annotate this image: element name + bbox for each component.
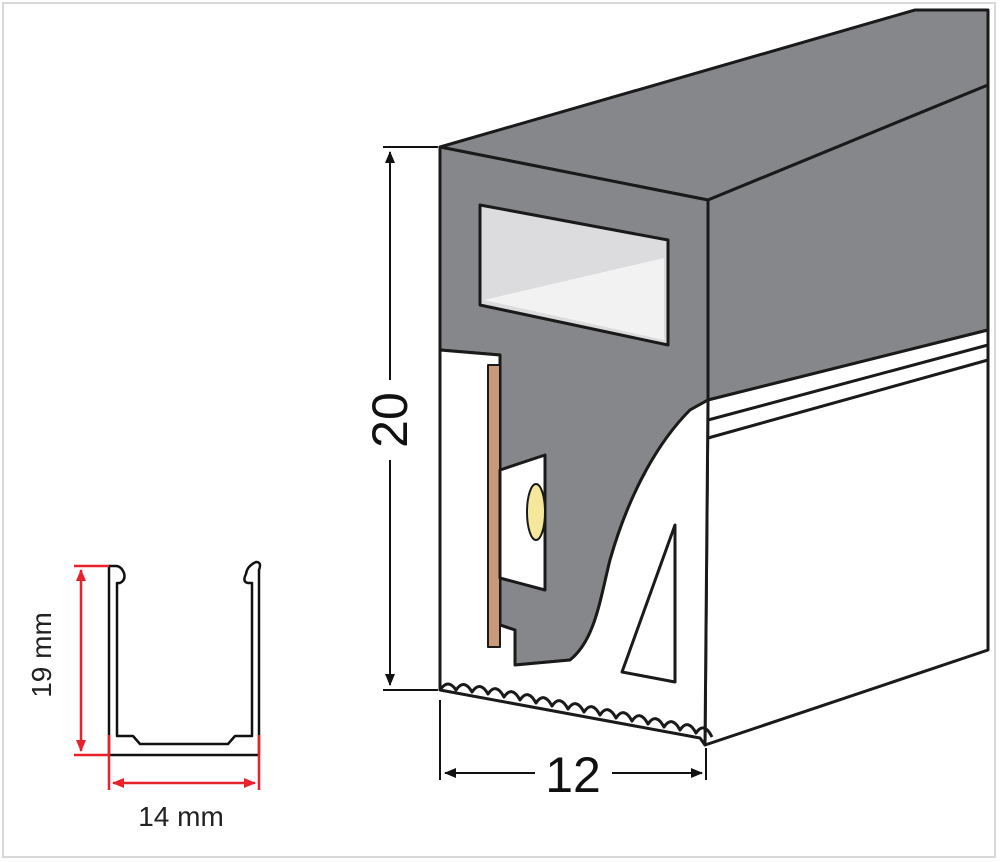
channel-width-dimension: 14 mm xyxy=(107,735,261,832)
channel-height-label: 19 mm xyxy=(26,612,57,698)
u-channel-outline xyxy=(107,560,262,757)
height-dimension: 20 xyxy=(362,146,438,691)
u-channel-profile xyxy=(107,560,262,757)
width-dimension: 12 xyxy=(439,700,707,803)
neon-profile-3d xyxy=(438,8,990,747)
width-label: 12 xyxy=(545,747,601,803)
profile-ridged-bottom xyxy=(438,682,714,738)
height-label: 20 xyxy=(362,392,418,448)
led-emitter xyxy=(526,483,546,541)
channel-height-dimension: 19 mm xyxy=(26,564,109,757)
profile-inner-triangle xyxy=(620,523,677,684)
profile-cavity-shade xyxy=(484,258,664,340)
profile-lower-body xyxy=(703,328,990,747)
channel-width-label: 14 mm xyxy=(138,801,224,832)
led-pcb-strip xyxy=(487,364,501,648)
profile-side-rib xyxy=(707,343,989,440)
